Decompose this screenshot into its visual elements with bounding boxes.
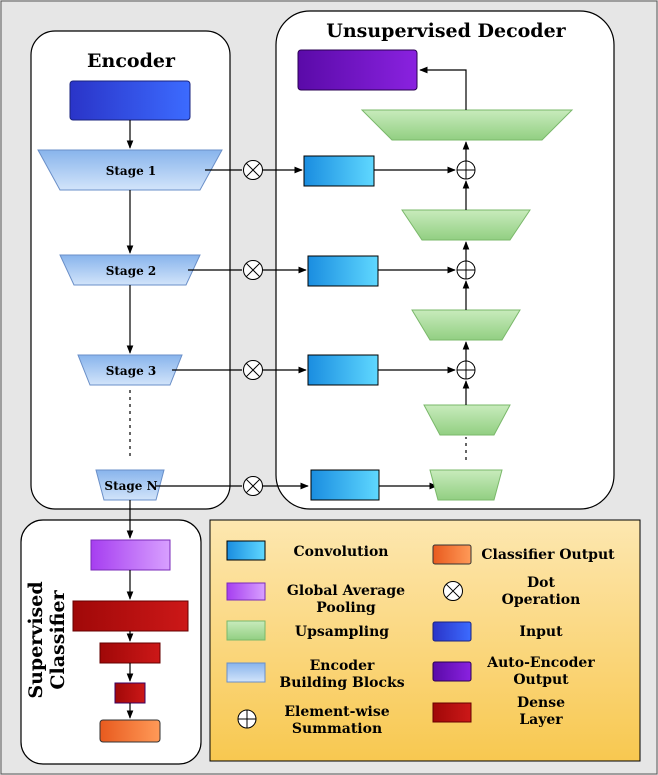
- encoder-stage-1: [37, 149, 223, 191]
- encoder-title: Encoder: [87, 50, 176, 72]
- convolution-block-3: [307, 354, 379, 386]
- legend-box: [209, 519, 641, 762]
- decoder-title: Unsupervised Decoder: [326, 20, 566, 42]
- classifier-output-block: [99, 719, 161, 743]
- legend-ae-output-swatch: [432, 661, 472, 682]
- global-average-pooling-block: [90, 539, 171, 571]
- convolution-block-1: [303, 155, 375, 187]
- legend-upsampling-label: Upsampling: [295, 624, 389, 640]
- classifier-title-line1: Supervised: [25, 581, 47, 698]
- stage-3-label: Stage 3: [106, 364, 157, 378]
- legend-gap-label-line2: Pooling: [316, 600, 376, 616]
- upsampling-block-4: [423, 404, 511, 436]
- skip-connection-2: [188, 255, 456, 287]
- dense-layer-3: [114, 682, 146, 704]
- upsampling-block-n: [429, 469, 503, 501]
- stage-n-label: Stage N: [104, 479, 157, 493]
- legend-encoder-block-swatch: [226, 662, 266, 683]
- legend-ae-output-label-line1: Auto-Encoder: [486, 655, 595, 671]
- convolution-block-n: [310, 469, 380, 501]
- encoder-stage-n: [95, 469, 165, 501]
- legend-summation-label-line1: Element-wise: [284, 704, 389, 720]
- legend-gap-swatch: [226, 582, 266, 601]
- stage-1-label: Stage 1: [106, 164, 157, 178]
- encoder-stage-3: [77, 354, 183, 386]
- dense-layer-2: [99, 642, 161, 664]
- skip-connection-1: [205, 155, 456, 187]
- legend-gap-label-line1: Global Average: [287, 583, 405, 599]
- upsampling-block-1: [360, 109, 574, 141]
- dense-layer-1: [72, 600, 189, 632]
- convolution-block-2: [307, 255, 379, 287]
- legend-dot-label-line2: Operation: [502, 592, 581, 608]
- legend-dense-label-line2: Layer: [519, 712, 563, 728]
- legend-ae-output-label-line2: Output: [513, 672, 569, 688]
- classifier-panel: [20, 519, 202, 765]
- skip-connection-n: [156, 469, 438, 501]
- legend-summation-label-line2: Summation: [292, 721, 382, 737]
- legend-input-swatch: [432, 621, 472, 642]
- skip-connection-3: [172, 354, 456, 386]
- legend-convolution-label: Convolution: [294, 544, 389, 560]
- upsampling-block-3: [411, 309, 521, 341]
- legend-encoder-block-label-line1: Encoder: [310, 658, 375, 674]
- legend-dot-label-line1: Dot: [527, 575, 555, 591]
- upsampling-block-2: [401, 209, 531, 241]
- legend-upsampling-swatch: [226, 620, 266, 641]
- legend-classifier-output-swatch: [432, 544, 472, 565]
- legend-dense-label-line1: Dense: [517, 695, 565, 711]
- auto-encoder-output-block: [297, 49, 418, 91]
- encoder-stage-2: [59, 254, 201, 286]
- legend: Convolution Global Average Pooling Upsam…: [209, 519, 641, 762]
- legend-input-label: Input: [519, 624, 563, 640]
- legend-classifier-output-label: Classifier Output: [481, 547, 615, 563]
- legend-dense-swatch: [432, 702, 472, 723]
- legend-encoder-block-label-line2: Building Blocks: [279, 675, 404, 691]
- stage-2-label: Stage 2: [106, 264, 157, 278]
- classifier-title-line2: Classifier: [47, 589, 69, 689]
- input-block: [69, 80, 191, 121]
- legend-convolution-swatch: [226, 540, 266, 561]
